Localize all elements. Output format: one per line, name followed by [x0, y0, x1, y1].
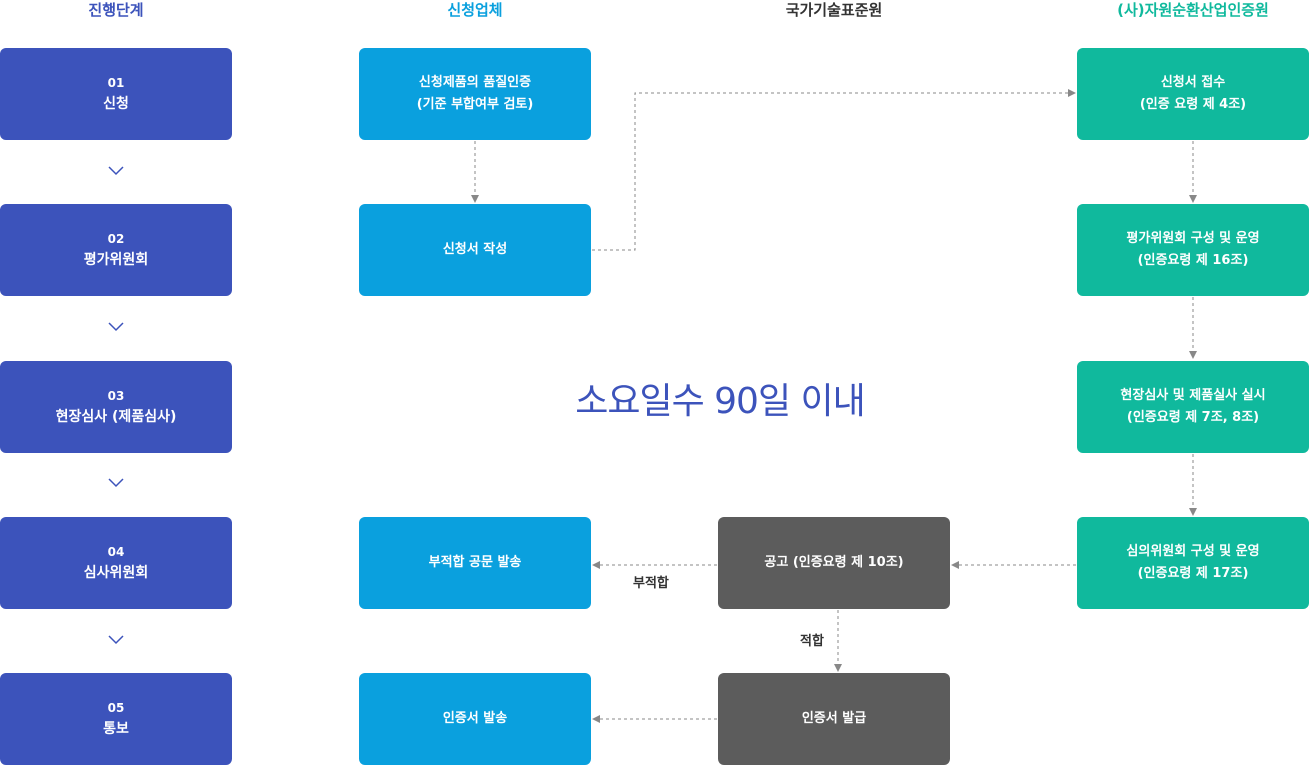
box-evaluation-committee: 평가위원회 구성 및 운영 (인증요령 제 16조): [1077, 204, 1309, 296]
header-stage: 진행단계: [88, 1, 144, 19]
header-applicant: 신청업체: [447, 1, 503, 19]
box-write-application: 신청서 작성: [359, 204, 591, 296]
stage-name: 평가위원회: [83, 252, 149, 268]
box-application-receipt: 신청서 접수 (인증 요령 제 4조): [1077, 48, 1309, 140]
box-certificate-delivery: 인증서 발송: [359, 673, 591, 765]
stage-02: 02 평가위원회: [0, 204, 232, 296]
box-line: (인증 요령 제 4조): [1139, 97, 1247, 112]
box-line: 신청서 작성: [442, 242, 508, 257]
stage-number: 02: [107, 232, 125, 246]
chevron-down-icon: [108, 478, 124, 488]
box-line: (인증요령 제 7조, 8조): [1126, 410, 1260, 425]
stage-name: 심사위원회: [83, 565, 149, 581]
box-line: 공고 (인증요령 제 10조): [764, 555, 904, 570]
box-review-committee: 심의위원회 구성 및 운영 (인증요령 제 17조): [1077, 517, 1309, 609]
stage-01: 01 신청: [0, 48, 232, 140]
box-line: (기준 부합여부 검토): [416, 97, 534, 112]
chevron-down-icon: [108, 166, 124, 176]
label-pass: 적합: [800, 634, 824, 649]
chevron-down-icon: [108, 635, 124, 645]
box-line: 부적합 공문 발송: [428, 555, 522, 570]
stage-name: 신청: [103, 96, 129, 112]
box-line: 심의위원회 구성 및 운영: [1126, 544, 1260, 559]
stage-03: 03 현장심사 (제품심사): [0, 361, 232, 453]
header-agency: 국가기술표준원: [785, 1, 883, 19]
box-public-notice: 공고 (인증요령 제 10조): [718, 517, 950, 609]
stage-name: 현장심사 (제품심사): [55, 409, 177, 425]
box-line: 인증서 발급: [801, 711, 867, 726]
box-line: (인증요령 제 17조): [1137, 566, 1249, 581]
box-line: 평가위원회 구성 및 운영: [1126, 231, 1260, 246]
box-line: 현장심사 및 제품실사 실시: [1120, 388, 1266, 403]
connector-write-to-receipt: [592, 89, 1076, 251]
box-quality-certification: 신청제품의 품질인증 (기준 부합여부 검토): [359, 48, 591, 140]
box-site-audit: 현장심사 및 제품실사 실시 (인증요령 제 7조, 8조): [1077, 361, 1309, 453]
stage-number: 01: [107, 76, 125, 90]
header-institute: (사)자원순환산업인증원: [1117, 1, 1269, 19]
stage-05: 05 통보: [0, 673, 232, 765]
box-line: (인증요령 제 16조): [1137, 253, 1249, 268]
stage-04: 04 심사위원회: [0, 517, 232, 609]
chevron-down-icon: [108, 322, 124, 332]
box-line: 인증서 발송: [442, 711, 508, 726]
stage-number: 03: [107, 389, 125, 403]
box-reject-notice: 부적합 공문 발송: [359, 517, 591, 609]
duration-note: 소요일수 90일 이내: [575, 381, 866, 422]
stage-name: 통보: [103, 721, 129, 737]
box-line: 신청제품의 품질인증: [418, 75, 532, 90]
box-line: 신청서 접수: [1160, 75, 1226, 90]
box-certificate-issue: 인증서 발급: [718, 673, 950, 765]
label-fail: 부적합: [633, 576, 669, 591]
stage-number: 05: [107, 701, 125, 715]
stage-number: 04: [107, 545, 125, 559]
